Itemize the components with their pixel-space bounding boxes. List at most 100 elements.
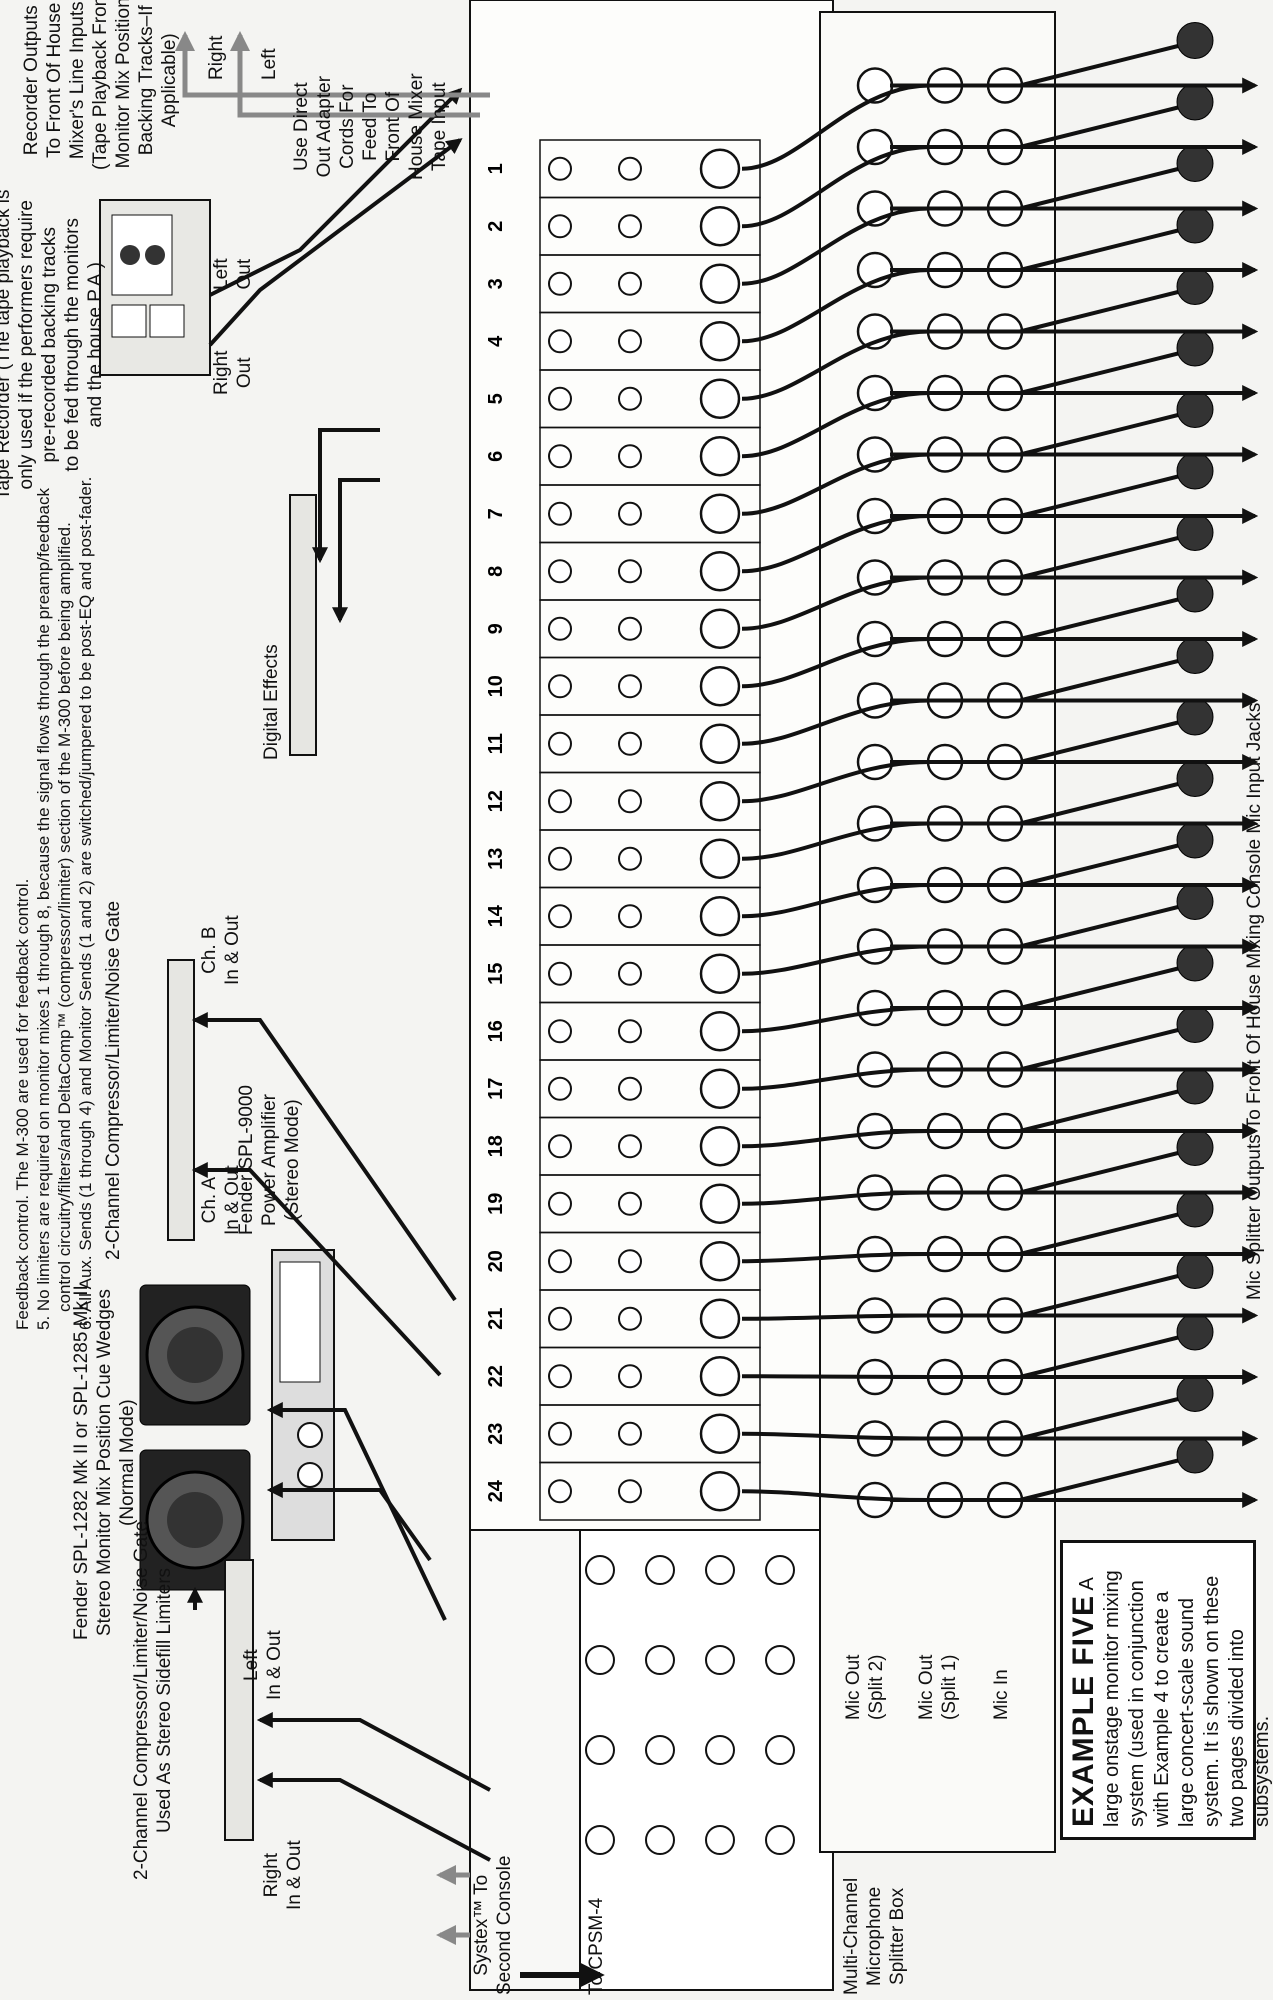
compressor-left [225,1560,253,1840]
label-compressor-middle: 2-Channel Compressor/Limiter/Noise Gate [102,901,125,1260]
channel-number: 1 [485,163,507,174]
caption-body: A large onstage monitor mixing system (u… [1076,1570,1273,1827]
line-input-jack [619,1365,641,1387]
insert-jack [549,1020,571,1042]
microphone [1177,1253,1213,1289]
line-input-jack [619,1078,641,1100]
master-jack [766,1556,794,1584]
line-input-jack [619,1423,641,1445]
tape-recorder [100,200,210,375]
mic-input-jack [701,840,739,878]
label-left-out: Left Out [210,258,256,290]
line-input-jack [619,618,641,640]
insert-jack [549,1423,571,1445]
compressor-middle [168,960,194,1240]
channel-number: 23 [485,1423,507,1445]
channel-number: 14 [485,904,507,927]
microphone [1177,1130,1213,1166]
mic-input-jack [701,265,739,303]
mic-input-jack [701,1300,739,1338]
split2-jack [858,991,892,1025]
channel-number: 13 [485,848,507,870]
microphone [1177,453,1213,489]
line-input-jack [619,1250,641,1272]
label-left-in-out: Left In & Out [240,1630,286,1700]
label-split-2: Mic Out (Split 2) [842,1655,888,1720]
insert-jack [549,675,571,697]
microphone [1177,515,1213,551]
line-input-jack [619,848,641,870]
label-right-out: Right Out [210,351,256,395]
mic-input-jack [701,610,739,648]
channel-number: 15 [485,963,507,985]
label-direct-out: Use Direct Out Adapter Cords For Feed To… [290,73,451,180]
microphone [1177,822,1213,858]
master-jack [706,1826,734,1854]
insert-jack [549,1250,571,1272]
channel-number: 6 [485,451,507,462]
microphone [1177,269,1213,305]
split2-jack [858,930,892,964]
label-systex: Systex™ To Second Console [470,1856,516,1995]
label-mic-in: Mic In [990,1669,1013,1720]
line-input-jack [619,905,641,927]
insert-jack [549,1078,571,1100]
channel-number: 19 [485,1193,507,1215]
line-input-jack [619,1308,641,1330]
mic-input-jack [701,437,739,475]
insert-jack [549,388,571,410]
label-cue-wedges: Fender SPL-1282 Mk II or SPL-1285 Mk II … [70,1285,139,1640]
splitter-box [820,12,1055,1852]
label-right: Right [205,36,228,80]
microphone [1177,1007,1213,1043]
mic-input-jack [701,380,739,418]
caption-heading: EXAMPLE FIVE [1067,1595,1100,1827]
line-input-jack [619,158,641,180]
insert-jack [549,1193,571,1215]
insert-jack [549,560,571,582]
label-split-1: Mic Out (Split 1) [915,1655,961,1720]
master-jack [706,1556,734,1584]
microphone [1177,1314,1213,1350]
channel-number: 7 [485,508,507,519]
line-input-jack [619,790,641,812]
master-jack [706,1736,734,1764]
channel-number: 5 [485,393,507,404]
mic-input-jack [701,495,739,533]
line-input-jack [619,733,641,755]
channel-number: 20 [485,1250,507,1272]
power-amplifier [272,1250,334,1540]
line-input-jack [619,560,641,582]
split2-jack [858,745,892,779]
label-splitter-outputs: Mic Splitter Outputs To Front Of House M… [1243,703,1266,1300]
example-caption: EXAMPLE FIVE A large onstage monitor mix… [1060,1540,1256,1840]
microphone [1177,1437,1213,1473]
master-jack [646,1556,674,1584]
mic-input-jack [701,1185,739,1223]
master-jack [586,1736,614,1764]
line-input-jack [619,1480,641,1502]
master-jack [766,1736,794,1764]
microphone [1177,392,1213,428]
microphone [1177,1191,1213,1227]
master-jack [586,1556,614,1584]
master-jack [586,1826,614,1854]
channel-number: 8 [485,566,507,577]
master-jack [586,1646,614,1674]
channel-number: 22 [485,1365,507,1387]
master-jack [766,1646,794,1674]
microphone [1177,146,1213,182]
digital-effects-unit [290,495,316,755]
split2-jack [858,807,892,841]
insert-jack [549,790,571,812]
microphone [1177,1376,1213,1412]
channel-number: 10 [485,675,507,697]
microphone [1177,699,1213,735]
master-jack [706,1646,734,1674]
insert-jack [549,1365,571,1387]
mic-input-jack [701,782,739,820]
line-input-jack [619,215,641,237]
channel-number: 9 [485,623,507,634]
label-digital-effects: Digital Effects [260,644,283,760]
label-recorder-outputs: Recorder Outputs To Front Of House Mixer… [20,0,181,170]
